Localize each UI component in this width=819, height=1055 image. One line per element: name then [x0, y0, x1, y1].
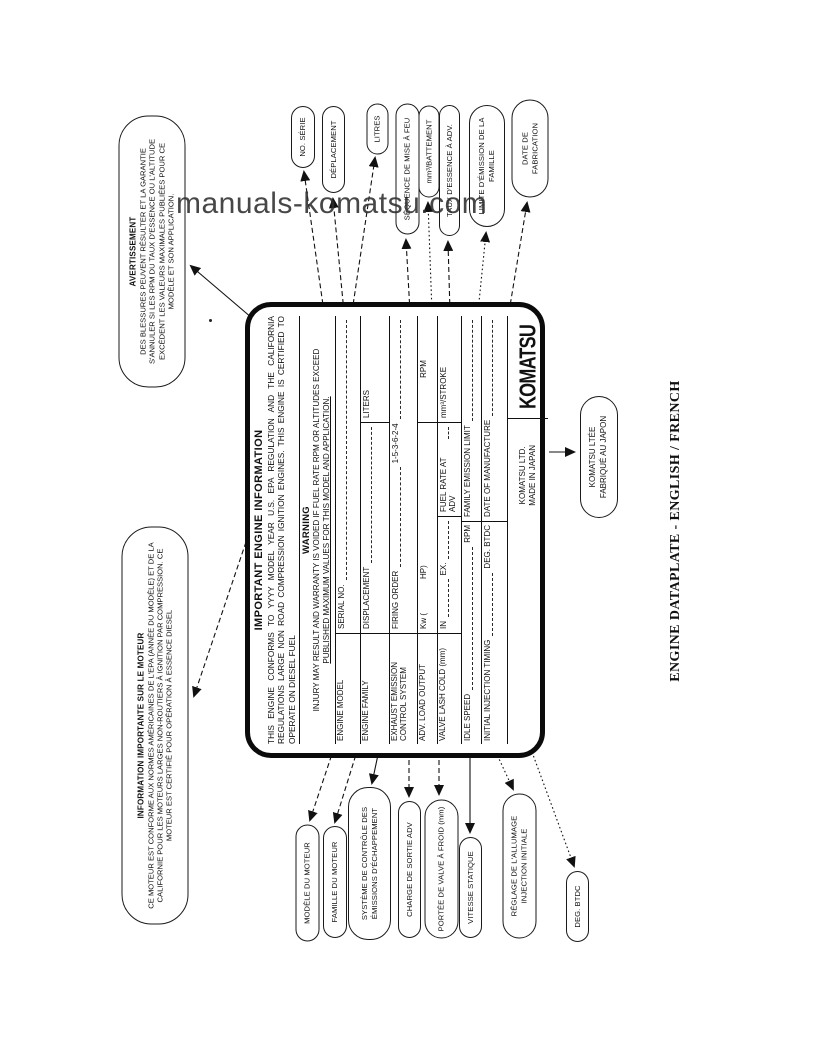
plate-conformity-text: THIS ENGINE CONFORMS TO YYYY MODEL YEAR … — [266, 316, 297, 744]
row-maker: KOMATSU LTD. MADE IN JAPAN KOMATSU — [508, 316, 549, 744]
idle-speed-value-line — [463, 546, 474, 690]
displacement-label: DISPLACEMENT — [362, 566, 372, 629]
watermark: manuals-komatsu.com — [176, 187, 488, 220]
callout-deg-btdc: DEG. BTDC — [566, 871, 589, 942]
row-engine-family: ENGINE FAMILY DISPLACEMENT LITERS — [361, 316, 391, 744]
in-label: IN — [439, 621, 449, 629]
callout-modele-du-moteur: MODÈLE DU MOTEUR — [295, 824, 320, 942]
mm3-stroke-unit: mm³/STROKE — [438, 316, 462, 423]
date-of-manufacture-value-line — [483, 320, 494, 416]
exhaust-emission-label: EXHAUST EMISSION CONTROL SYSTEM — [390, 633, 418, 744]
fuel-rate-label: FUEL RATE AT ADV — [439, 457, 458, 512]
deg-btdc-unit: DEG. BTDC — [483, 525, 493, 569]
date-of-manufacture-label: DATE OF MANUFACTURE — [483, 419, 493, 517]
plate-rule — [298, 316, 300, 744]
plate-warning-line1: INJURY MAY RESULT AND WARRANTY IS VOIDED… — [311, 348, 321, 712]
callout-reglage-allumage-injection: RÉGLAGE DE L'ALLUMAGE INJECTION INITIALE — [502, 793, 537, 939]
liters-unit: LITERS — [361, 316, 390, 423]
fuel-rate-value-line — [439, 427, 450, 439]
idle-speed-label: IDLE SPEED — [463, 693, 473, 741]
row-valve-lash: VALVE LASH COLD (mm) IN EX. FUEL RATE AT … — [438, 316, 463, 744]
callout-charge-de-sortie-adv: CHARGE DE SORTIE ADV — [398, 801, 421, 938]
callout-portee-de-valve-a-froid: PORTÉE DE VALVE À FROID (mm) — [424, 799, 459, 939]
callout-systeme-controle-emissions: SYSTÈME DE CONTRÔLE DES ÉMISSIONS D'ÉCHA… — [348, 787, 391, 940]
komatsu-logo-cell: KOMATSU — [508, 316, 549, 419]
callout-no-serie: NO. SÉRIE — [291, 106, 315, 168]
ex-value-line — [439, 521, 450, 559]
idle-rpm-unit: RPM — [463, 525, 473, 543]
row-idle-speed: IDLE SPEED RPM FAMILY EMISSION LIMIT — [462, 316, 483, 744]
figure-caption: ENGINE DATAPLATE - ENGLISH / FRENCH — [668, 380, 683, 682]
serial-no-value-line — [337, 320, 348, 581]
ex-label: EX. — [439, 562, 449, 576]
engine-model-label: ENGINE MODEL — [336, 633, 361, 744]
plate-warning-title: WARNING — [300, 506, 312, 555]
callout-litres: LITRES — [366, 103, 389, 155]
plate-warning-line2: PUBLISHED MAXIMUM VALUES FOR THIS MODEL … — [321, 396, 331, 664]
avertissement-bubble: AVERTISSEMENT DES BLESSURES PEUVENT RÉSU… — [118, 115, 186, 388]
information-moteur-body: CE MOTEUR EST CONFORME AUX NORMES AMÉRIC… — [146, 542, 174, 909]
callout-deplacement: DÉPLACEMENT — [322, 106, 345, 193]
adv-load-label: ADV. LOAD OUTPUT — [418, 633, 438, 744]
plate-table: ENGINE MODEL SERIAL NO. ENGINE FAMILY DI… — [335, 316, 549, 744]
callout-famille-du-moteur: FAMILLE DU MOTEUR — [323, 826, 347, 938]
initial-injection-label: INITIAL INJECTION TIMING — [483, 639, 493, 741]
valve-lash-label: VALVE LASH COLD (mm) — [438, 633, 462, 744]
kw-label: Kw ( — [419, 613, 429, 629]
row-engine-model: ENGINE MODEL SERIAL NO. — [336, 316, 362, 744]
komatsu-ltee-line1: KOMATSU LTÉE — [588, 426, 598, 488]
rpm-unit: RPM — [418, 316, 438, 423]
avertissement-body: DES BLESSURES PEUVENT RÉSULTER ET LA GAR… — [138, 138, 176, 365]
callout-mm3-battement: mm³/BATTEMENT — [418, 105, 440, 198]
engine-family-label: ENGINE FAMILY — [361, 633, 390, 744]
callout-date-de-fabrication: DATE DE FABRICATION — [511, 99, 549, 198]
serial-no-label: SERIAL NO. — [337, 584, 347, 629]
firing-order-value: 1-5-3-6-2-4 — [391, 423, 401, 464]
komatsu-ltee-line2: FABRIQUÉ AU JAPON — [599, 415, 608, 499]
firing-order-label: FIRING ORDER — [391, 570, 401, 629]
firing-order-line2 — [391, 320, 402, 420]
row-initial-injection: INITIAL INJECTION TIMING DEG. BTDC DATE O… — [482, 316, 509, 744]
row-adv-load: ADV. LOAD OUTPUT Kw ( HP) RPM — [418, 316, 439, 744]
maker-line1: KOMATSU LTD. — [518, 446, 528, 505]
firing-order-line — [391, 467, 402, 567]
family-emission-value-line — [463, 320, 474, 422]
information-moteur-title: INFORMATION IMPORTANTE SUR LE MOTEUR — [136, 632, 146, 819]
in-value-line — [439, 579, 450, 617]
hp-label: HP) — [419, 565, 429, 579]
displacement-value-line — [362, 427, 373, 563]
avertissement-title: AVERTISSEMENT — [128, 216, 138, 287]
engine-dataplate: IMPORTANT ENGINE INFORMATION THIS ENGINE… — [245, 302, 549, 758]
information-moteur-bubble: INFORMATION IMPORTANTE SUR LE MOTEUR CE … — [121, 526, 189, 925]
plate-title: IMPORTANT ENGINE INFORMATION — [253, 429, 265, 631]
callout-vitesse-statique: VITESSE STATIQUE — [459, 837, 482, 938]
family-emission-label: FAMILY EMISSION LIMIT — [463, 425, 473, 517]
maker-line2: MADE IN JAPAN — [528, 445, 538, 506]
maker-text: KOMATSU LTD. MADE IN JAPAN — [518, 445, 538, 506]
row-exhaust-emission: EXHAUST EMISSION CONTROL SYSTEM FIRING O… — [390, 316, 419, 744]
initial-injection-value-line — [483, 572, 494, 636]
scan-speck — [209, 319, 212, 322]
komatsu-logo: KOMATSU — [514, 324, 541, 410]
callout-komatsu-ltee: KOMATSU LTÉE FABRIQUÉ AU JAPON — [580, 396, 618, 518]
